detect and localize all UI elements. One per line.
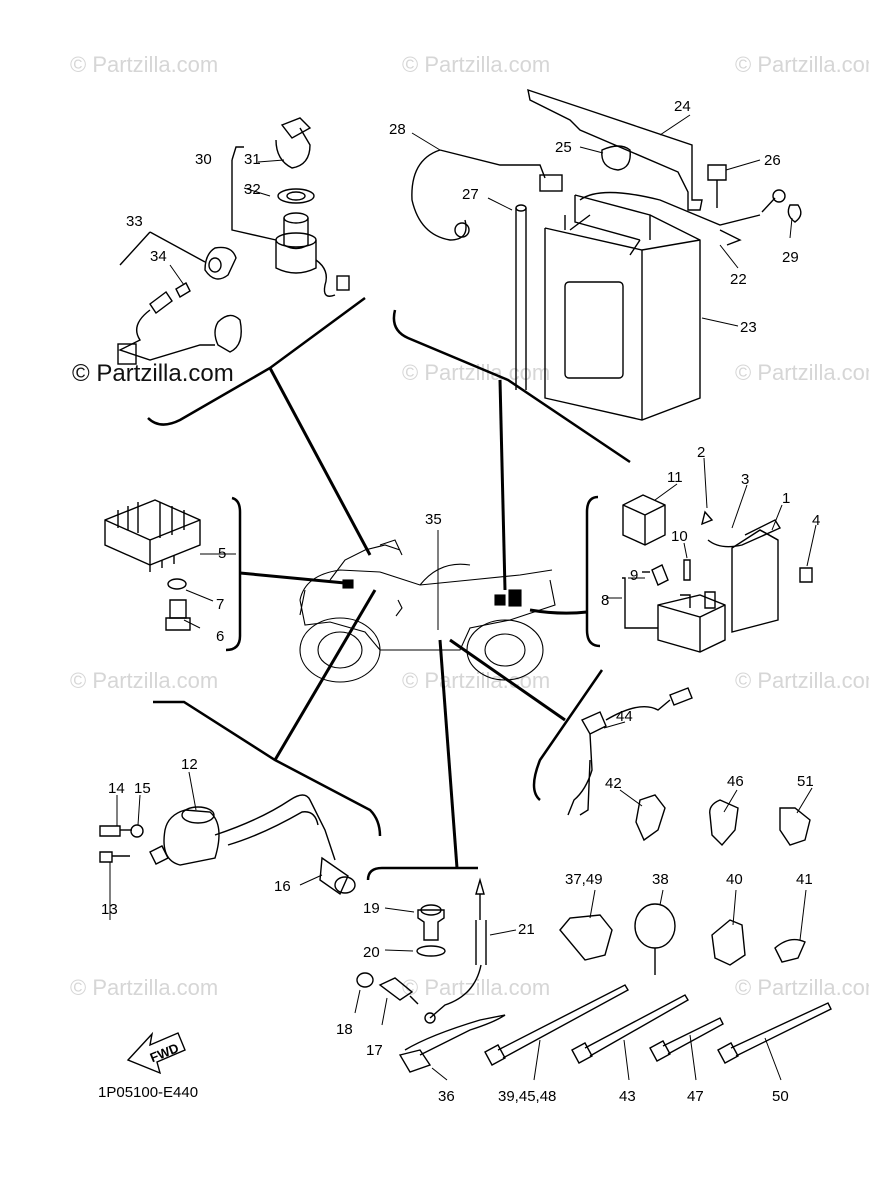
callout-8: 8 bbox=[601, 592, 609, 609]
callout-11: 11 bbox=[667, 469, 683, 486]
watermark: © Partzilla.com bbox=[735, 360, 869, 385]
callout-6: 6 bbox=[216, 628, 224, 645]
watermark: © Partzilla.com bbox=[735, 668, 869, 693]
clamp-group bbox=[398, 794, 832, 1073]
callout-12: 12 bbox=[181, 756, 198, 773]
callout-39-45-48: 39,45,48 bbox=[498, 1088, 556, 1105]
callout-3: 3 bbox=[741, 471, 749, 488]
callout-38: 38 bbox=[652, 871, 669, 888]
relay-group bbox=[622, 494, 813, 653]
sensor-group bbox=[356, 877, 487, 1024]
diagram-code: 1P05100-E440 bbox=[98, 1084, 199, 1101]
callout-34: 34 bbox=[150, 248, 167, 265]
callout-44: 44 bbox=[616, 708, 633, 725]
callout-22: 22 bbox=[730, 271, 747, 288]
callout-20: 20 bbox=[363, 944, 380, 961]
callout-5: 5 bbox=[218, 545, 226, 562]
connector-line bbox=[239, 367, 588, 869]
callout-40: 40 bbox=[726, 871, 743, 888]
callout-27: 27 bbox=[462, 186, 479, 203]
callout-42: 42 bbox=[605, 775, 622, 792]
watermark: © Partzilla.com bbox=[70, 52, 219, 77]
callout-43: 43 bbox=[619, 1088, 636, 1105]
callout-26: 26 bbox=[764, 152, 781, 169]
callout-19: 19 bbox=[363, 900, 380, 917]
callout-51: 51 bbox=[797, 773, 814, 790]
neutral-switch-group bbox=[567, 687, 693, 816]
callout-50: 50 bbox=[772, 1088, 789, 1105]
ignition-coil-group bbox=[99, 794, 356, 896]
callout-21: 21 bbox=[518, 921, 535, 938]
watermark: © Partzilla.com bbox=[735, 52, 869, 77]
callout-15: 15 bbox=[134, 780, 151, 797]
watermark: © Partzilla.com bbox=[70, 975, 219, 1000]
atv-drawing bbox=[299, 539, 556, 683]
callout-17: 17 bbox=[366, 1042, 383, 1059]
callout-14: 14 bbox=[108, 780, 125, 797]
leader-line bbox=[109, 114, 817, 1081]
callout-1: 1 bbox=[782, 490, 790, 507]
watermark-dark: © Partzilla.com bbox=[72, 360, 234, 387]
watermark: © Partzilla.com bbox=[70, 668, 219, 693]
callout-36: 36 bbox=[438, 1088, 455, 1105]
callout-28: 28 bbox=[389, 121, 406, 138]
callout-47: 47 bbox=[687, 1088, 704, 1105]
callout-35: 35 bbox=[425, 511, 442, 528]
callout-41: 41 bbox=[796, 871, 813, 888]
group-bracket bbox=[147, 296, 631, 881]
callout-10: 10 bbox=[671, 528, 688, 545]
callout-18: 18 bbox=[336, 1021, 353, 1038]
rectifier-group bbox=[104, 499, 201, 631]
watermark: © Partzilla.com bbox=[735, 975, 869, 1000]
callout-30: 30 bbox=[195, 151, 212, 168]
callout-13: 13 bbox=[101, 901, 118, 918]
callout-9: 9 bbox=[630, 567, 638, 584]
callout-23: 23 bbox=[740, 319, 757, 336]
callout-37-49: 37,49 bbox=[565, 871, 603, 888]
ignition-switch-group bbox=[117, 117, 350, 365]
fwd-arrow-icon bbox=[126, 1031, 186, 1075]
callout-16: 16 bbox=[274, 878, 291, 895]
watermark: © Partzilla.com bbox=[402, 668, 551, 693]
callout-33: 33 bbox=[126, 213, 143, 230]
callout-31: 31 bbox=[244, 151, 261, 168]
callout-25: 25 bbox=[555, 139, 572, 156]
callout-24: 24 bbox=[674, 98, 691, 115]
callout-29: 29 bbox=[782, 249, 799, 266]
callout-7: 7 bbox=[216, 596, 224, 613]
callout-2: 2 bbox=[697, 444, 705, 461]
battery-group bbox=[411, 88, 802, 421]
callout-labels: 1 2 3 4 5 6 7 8 9 10 11 12 13 14 15 16 1… bbox=[101, 98, 820, 1105]
watermark: © Partzilla.com bbox=[402, 52, 551, 77]
callout-46: 46 bbox=[727, 773, 744, 790]
callout-4: 4 bbox=[812, 512, 820, 529]
callout-32: 32 bbox=[244, 181, 261, 198]
